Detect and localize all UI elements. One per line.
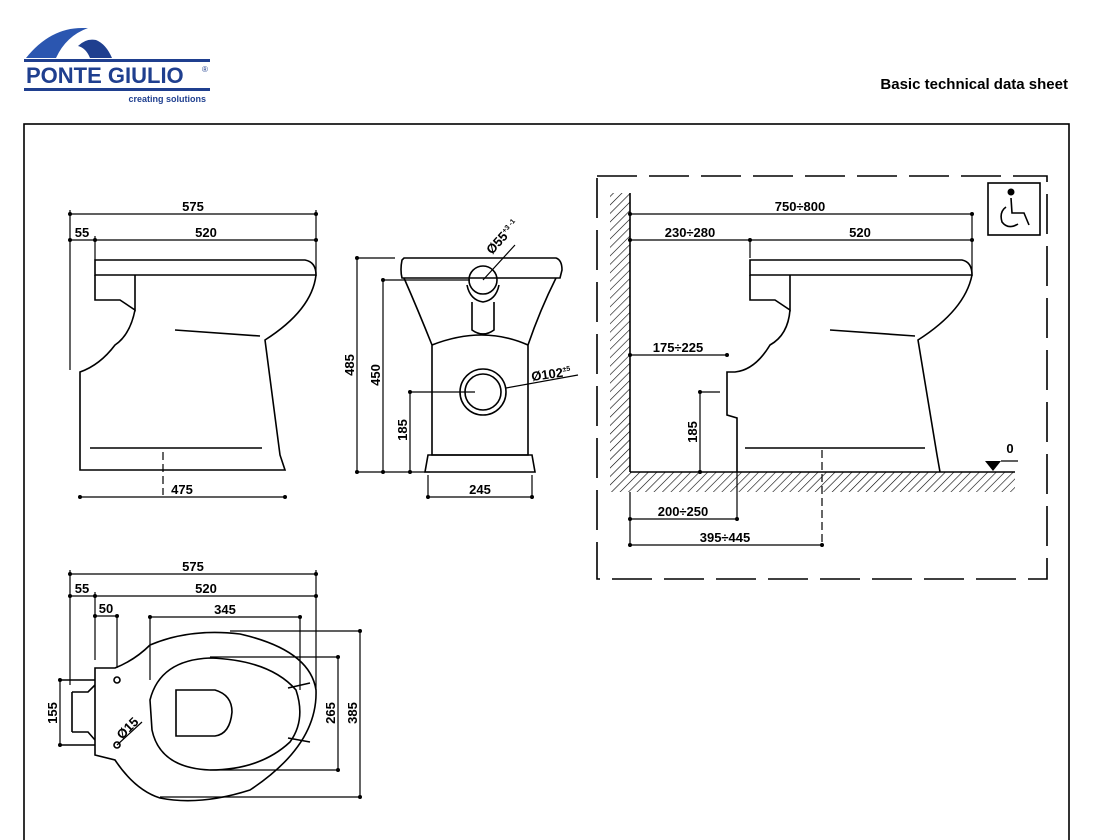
dim-base: 475: [171, 482, 193, 497]
dim-wall-to-center: 395÷445: [700, 530, 751, 545]
drawing-frame: [23, 123, 1070, 840]
floor-level: 0: [1006, 441, 1013, 456]
front-view: 485 450 185 Ø55+3 -1 Ø102±5 245: [342, 217, 579, 499]
dim-wall-to-base: 200÷250: [658, 504, 709, 519]
dim-outlet-diameter: Ø102±5: [530, 364, 571, 384]
brand-tagline: creating solutions: [128, 94, 206, 104]
dim-height-total: 485: [342, 354, 357, 376]
brand-name: PONTE GIULIO: [26, 63, 184, 88]
dim-rear: 55: [75, 581, 89, 596]
dim-wall-to-rear: 230÷280: [665, 225, 716, 240]
dim-wall-to-front: 750÷800: [775, 199, 826, 214]
dim-hinge-hole: Ø15: [114, 714, 142, 742]
dim-wall-to-outlet: 175÷225: [653, 340, 704, 355]
dim-depth: 520: [195, 225, 217, 240]
dim-seat-opening: 345: [214, 602, 236, 617]
dim-outlet-height: 185: [395, 419, 410, 441]
dim-outer-width: 385: [345, 702, 360, 724]
dim-hinge-offset: 50: [99, 601, 113, 616]
installation-view: 750÷800 230÷280 520 175÷225 185 200÷250 …: [596, 175, 1048, 580]
dim-overall: 575: [182, 559, 204, 574]
dim-height-rim: 450: [368, 364, 383, 386]
dim-overall: 575: [182, 199, 204, 214]
document-title: Basic technical data sheet: [880, 76, 1068, 93]
wheelchair-accessible-icon: [987, 182, 1041, 236]
dim-base-width: 245: [469, 482, 491, 497]
dim-inlet-diameter: Ø55+3 -1: [483, 217, 521, 257]
dim-outlet-height: 185: [685, 421, 700, 443]
registered-mark: ®: [202, 65, 208, 74]
dim-inner-width: 265: [323, 702, 338, 724]
dim-depth: 520: [849, 225, 871, 240]
side-view: 575 55 520 475: [68, 199, 318, 499]
brand-logo: PONTE GIULIO ® creating solutions: [20, 26, 214, 106]
dim-rear: 55: [75, 225, 89, 240]
dim-hinge-spacing: 155: [45, 702, 60, 724]
plan-view: 575 55 520 50 345 155 Ø15 265 385: [45, 559, 362, 802]
dim-depth: 520: [195, 581, 217, 596]
